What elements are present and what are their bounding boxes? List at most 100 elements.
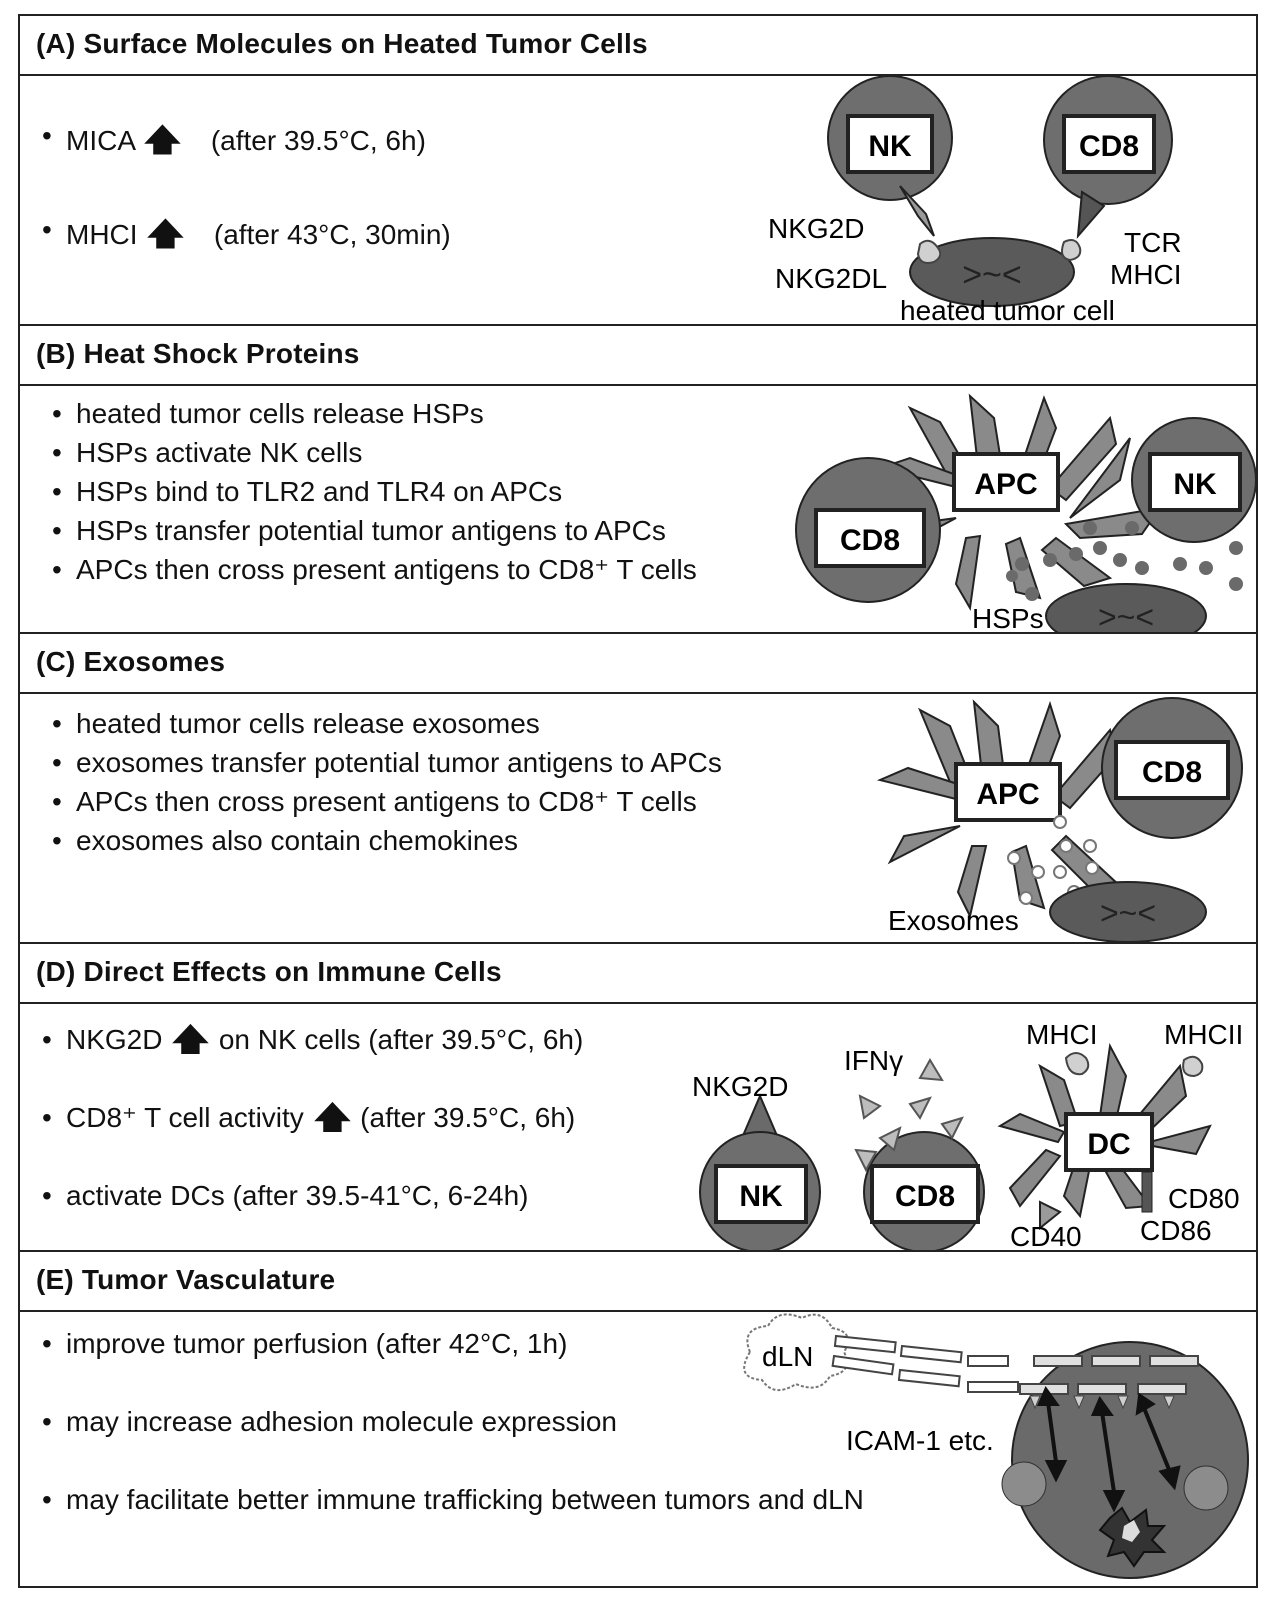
tcr-receptor bbox=[1076, 190, 1106, 240]
separator-e bbox=[20, 1250, 1256, 1252]
dln-cloud bbox=[743, 1313, 849, 1391]
bullet-c-3: APCs then cross present antigens to CD8⁺… bbox=[50, 782, 722, 821]
separator-b bbox=[20, 324, 1256, 326]
apc-label: APC bbox=[974, 468, 1037, 501]
bullet-b-3: HSPs bind to TLR2 and TLR4 on APCs bbox=[50, 472, 697, 511]
nk-label-box bbox=[1148, 452, 1242, 512]
bullet-d-2: CD8⁺ T cell activity 🡅 (after 39.5°C, 6h… bbox=[40, 1098, 583, 1138]
cd8-label-box bbox=[1062, 114, 1156, 174]
up-arrow-icon: 🡅 bbox=[147, 217, 185, 252]
section-e-title: (E) Tumor Vasculature bbox=[36, 1264, 336, 1295]
nkg2d-label: NKG2D bbox=[768, 213, 864, 244]
section-a-bullets: MICA 🡅 (after 39.5°C, 6h) MHCI 🡅 (after … bbox=[40, 120, 451, 262]
bullet-b-1: heated tumor cells release HSPs bbox=[50, 394, 697, 433]
bullet-d-1: NKG2D 🡅 on NK cells (after 39.5°C, 6h) bbox=[40, 1020, 583, 1060]
bullet-e-1: improve tumor perfusion (after 42°C, 1h) bbox=[40, 1324, 864, 1364]
immune-cell-right bbox=[1183, 1465, 1229, 1511]
section-a-illustration: NK CD8 >~< NKG2D NKG2DL TCR MHCI heated … bbox=[768, 76, 1182, 324]
figure: (A) Surface Molecules on Heated Tumor Ce… bbox=[18, 14, 1258, 1588]
tumor-mass bbox=[1011, 1341, 1249, 1579]
mhci-label: MHCI bbox=[1026, 1019, 1098, 1050]
up-arrow-icon: 🡅 bbox=[143, 123, 182, 158]
separator-c bbox=[20, 632, 1256, 634]
bullet-d-3: activate DCs (after 39.5-41°C, 6-24h) bbox=[40, 1176, 583, 1216]
section-e-header: (E) Tumor Vasculature bbox=[20, 1252, 1256, 1312]
section-d-title: (D) Direct Effects on Immune Cells bbox=[36, 956, 502, 987]
nk-label-box bbox=[846, 114, 934, 174]
trafficking-arrows bbox=[1036, 1385, 1181, 1513]
nk-label: NK bbox=[868, 130, 912, 163]
cd40-molecule bbox=[1039, 1200, 1062, 1231]
section-c-header: (C) Exosomes bbox=[20, 634, 1256, 694]
tumor-face: >~< bbox=[1100, 895, 1156, 931]
icam-molecules bbox=[1029, 1395, 1175, 1410]
nkg2d-label: NKG2D bbox=[692, 1071, 788, 1102]
section-d-header: (D) Direct Effects on Immune Cells bbox=[20, 944, 1256, 1004]
hsps-label: HSPs bbox=[972, 603, 1044, 632]
nk-label: NK bbox=[1173, 468, 1217, 501]
separator-d bbox=[20, 942, 1256, 944]
section-c-bullets: heated tumor cells release exosomes exos… bbox=[50, 704, 722, 860]
cd8-label: CD8 bbox=[895, 1180, 955, 1213]
bullet-e-3: may facilitate better immune trafficking… bbox=[40, 1480, 864, 1520]
cd8-label-box bbox=[870, 1164, 980, 1224]
bullet-mica: MICA 🡅 (after 39.5°C, 6h) bbox=[40, 120, 451, 168]
bullet-c-4: exosomes also contain chemokines bbox=[50, 821, 722, 860]
section-e: (E) Tumor Vasculature improve tumor perf… bbox=[20, 1252, 1256, 1588]
heated-tumor-cell bbox=[1045, 583, 1207, 632]
cd8-label: CD8 bbox=[1079, 130, 1139, 163]
section-a: (A) Surface Molecules on Heated Tumor Ce… bbox=[20, 16, 1256, 324]
bullet-b-4: HSPs transfer potential tumor antigens t… bbox=[50, 511, 697, 550]
bullet-b-5: APCs then cross present antigens to CD8⁺… bbox=[50, 550, 697, 589]
cd80-label: CD80 bbox=[1168, 1183, 1240, 1214]
section-a-title: (A) Surface Molecules on Heated Tumor Ce… bbox=[36, 28, 648, 59]
cd8-label-box bbox=[1114, 740, 1230, 800]
tcr-label: TCR bbox=[1124, 227, 1182, 258]
mhci-ligand bbox=[1061, 239, 1082, 262]
cd8-label: CD8 bbox=[1142, 756, 1202, 789]
nkg2d-receptor bbox=[899, 185, 935, 237]
section-b-bullets: heated tumor cells release HSPs HSPs act… bbox=[50, 394, 697, 589]
section-b-illustration: CD8 APC NK >~< HSPs bbox=[795, 393, 1256, 632]
vessel-dashes bbox=[831, 1334, 1019, 1393]
cd80-molecule bbox=[1141, 1171, 1153, 1213]
nkg2dl-label: NKG2DL bbox=[775, 263, 887, 294]
apc-label-box bbox=[954, 762, 1062, 822]
heated-tumor-cell bbox=[1049, 881, 1207, 942]
nkg2dl-ligand bbox=[916, 239, 942, 264]
immune-cell-left bbox=[1001, 1461, 1047, 1507]
bullet-c-1: heated tumor cells release exosomes bbox=[50, 704, 722, 743]
section-b-title: (B) Heat Shock Proteins bbox=[36, 338, 360, 369]
section-b: (B) Heat Shock Proteins heated tumor cel… bbox=[20, 326, 1256, 632]
bullet-mhci: MHCI 🡅 (after 43°C, 30min) bbox=[40, 214, 451, 262]
ifng-label: IFNγ bbox=[844, 1045, 903, 1076]
dc-label-box bbox=[1064, 1112, 1154, 1172]
icam-label: ICAM-1 etc. bbox=[846, 1425, 994, 1456]
cd40-label: CD40 bbox=[1010, 1221, 1082, 1250]
heated-tumor-cell bbox=[909, 237, 1075, 307]
section-e-illustration: dLN bbox=[743, 1313, 1249, 1579]
tumor-face: >~< bbox=[1098, 599, 1154, 632]
ifng-particles bbox=[854, 1058, 964, 1173]
tumor-label: heated tumor cell bbox=[900, 295, 1115, 324]
dln-label: dLN bbox=[762, 1341, 813, 1372]
section-e-bullets: improve tumor perfusion (after 42°C, 1h)… bbox=[40, 1324, 864, 1520]
dc-label: DC bbox=[1087, 1128, 1130, 1161]
bullet-c-2: exosomes transfer potential tumor antige… bbox=[50, 743, 722, 782]
hsp-particles bbox=[1006, 521, 1243, 601]
section-c-title: (C) Exosomes bbox=[36, 646, 226, 677]
section-c-illustration: APC CD8 >~< Exosomes bbox=[876, 697, 1243, 942]
cd86-label: CD86 bbox=[1140, 1215, 1212, 1246]
bullet-e-2: may increase adhesion molecule expressio… bbox=[40, 1402, 864, 1442]
mhci-molecule bbox=[1064, 1052, 1090, 1076]
section-a-header: (A) Surface Molecules on Heated Tumor Ce… bbox=[20, 16, 1256, 76]
apc-label: APC bbox=[976, 778, 1039, 811]
cd8-label: CD8 bbox=[840, 524, 900, 557]
cd8-label-box bbox=[814, 508, 926, 568]
nk-label-box bbox=[714, 1164, 808, 1224]
exosomes-label: Exosomes bbox=[888, 905, 1019, 936]
tumor-core-highlight bbox=[1122, 1520, 1140, 1542]
tumor-face: >~< bbox=[962, 256, 1022, 294]
nk-label: NK bbox=[739, 1180, 783, 1213]
up-arrow-icon: 🡅 bbox=[313, 1100, 351, 1135]
